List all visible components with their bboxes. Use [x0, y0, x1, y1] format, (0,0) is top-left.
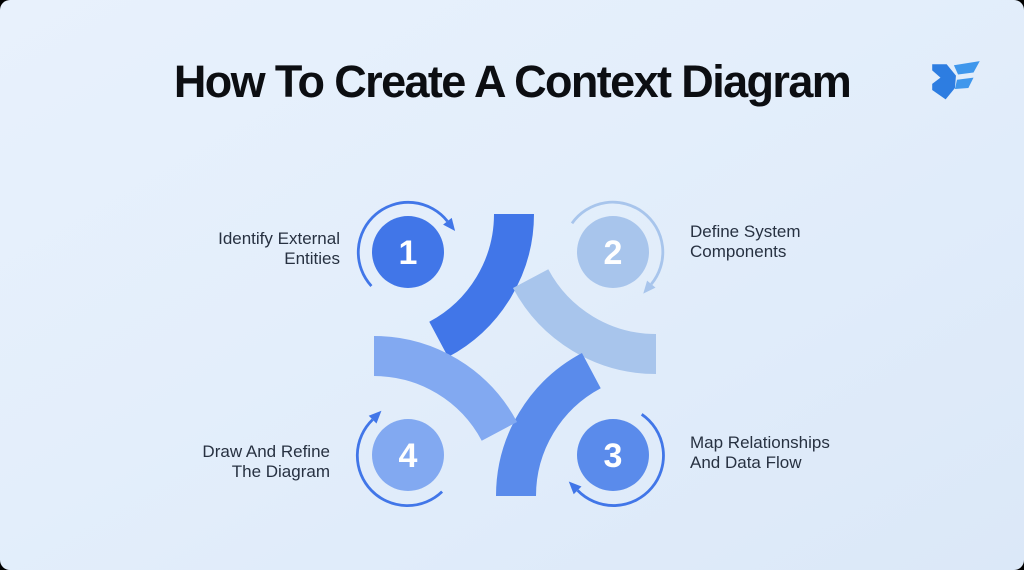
step1-arrowhead-icon [443, 217, 456, 232]
step2-circle [577, 216, 649, 288]
step2-number: 2 [604, 234, 623, 272]
page-title: How To Create A Context Diagram [173, 56, 852, 107]
step4-label-line2: The Diagram [231, 462, 330, 481]
petal-step4 [373, 336, 518, 442]
step4-number: 4 [399, 437, 418, 475]
step1-circle [372, 216, 444, 288]
step3-orbit-arc [576, 413, 665, 507]
step3-label-line1: Map Relationships [690, 433, 830, 452]
step1-label: Identify External Entities [218, 229, 340, 269]
step2-label: Define System Components [690, 222, 801, 262]
brand-logo-icon [932, 61, 980, 100]
step2-label-line2: Components [690, 242, 787, 261]
step2-orbit-arc [570, 200, 665, 285]
logo-m-shape [932, 64, 956, 100]
process-diagram: 1 2 3 4 [355, 200, 665, 507]
petal-step1 [428, 213, 534, 358]
step4-circle [372, 419, 444, 491]
step3-label: Map Relationships And Data Flow [690, 433, 830, 473]
step1-orbit-arc [356, 200, 449, 288]
logo-f-mid-bar [954, 77, 974, 89]
step3-label-line2: And Data Flow [690, 453, 802, 472]
petal-step3 [496, 352, 602, 497]
step4-orbit-arc [355, 418, 444, 507]
step2-arrowhead-icon [643, 280, 656, 294]
petal-step2 [512, 268, 657, 374]
step3-number: 3 [604, 437, 623, 475]
step4-label-line1: Draw And Refine [202, 442, 330, 461]
step1-label-line2: Entities [284, 249, 340, 268]
step3-circle [577, 419, 649, 491]
step4-label: Draw And Refine The Diagram [202, 442, 330, 482]
logo-f-top-bar [953, 61, 980, 75]
step1-number: 1 [399, 234, 418, 272]
step4-arrowhead-icon [368, 410, 382, 424]
step2-label-line1: Define System [690, 222, 801, 241]
step1-label-line1: Identify External [218, 229, 340, 248]
step3-arrowhead-icon [568, 481, 582, 495]
